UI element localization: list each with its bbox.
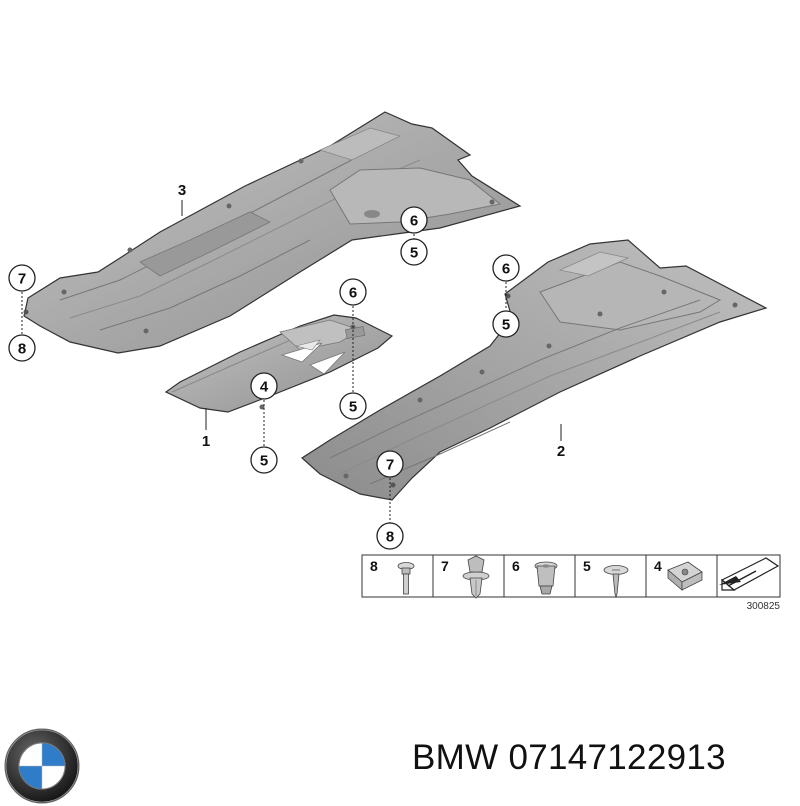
callout-label: 2 <box>557 443 565 460</box>
part-caption: BMW 07147122913 <box>412 738 726 778</box>
callout-label: 8 <box>18 341 26 358</box>
callout-label: 8 <box>386 529 394 546</box>
screw-icon <box>603 565 629 599</box>
legend-number: 7 <box>441 558 449 574</box>
bolt-icon <box>397 562 415 595</box>
callout-label: 5 <box>349 399 357 416</box>
callout-label: 6 <box>502 261 510 278</box>
callout-label: 6 <box>410 213 418 230</box>
brand-name: BMW <box>412 738 499 777</box>
legend-number: 4 <box>654 558 662 574</box>
callout-label: 5 <box>410 245 418 262</box>
legend-number: 6 <box>512 558 520 574</box>
callouts: 3 6 5 7 8 6 4 5 1 5 6 5 2 7 8 <box>8 182 565 550</box>
callout-label: 7 <box>18 271 26 288</box>
direction-arrow-icon <box>719 557 780 591</box>
callout-label: 5 <box>260 453 268 470</box>
callout-label: 7 <box>386 457 394 474</box>
spring-nut-icon <box>667 561 703 591</box>
callout-label: 1 <box>202 433 210 450</box>
legend-number: 5 <box>583 558 591 574</box>
diagram-reference-number: 300825 <box>747 601 781 612</box>
fastener-legend: 8 7 6 5 4 <box>361 554 781 612</box>
bmw-logo <box>4 728 80 804</box>
underbody-panel-2 <box>301 239 768 501</box>
underbody-panel-1 <box>164 314 394 413</box>
callout-label: 5 <box>502 317 510 334</box>
callout-label: 6 <box>349 285 357 302</box>
expanding-rivet-icon <box>462 555 490 599</box>
callout-label: 4 <box>260 379 269 396</box>
underbody-panel-3 <box>23 111 522 354</box>
part-number: 07147122913 <box>508 738 726 777</box>
clip-nut-icon <box>534 561 558 595</box>
callout-label: 3 <box>178 182 186 199</box>
legend-number: 8 <box>370 558 378 574</box>
